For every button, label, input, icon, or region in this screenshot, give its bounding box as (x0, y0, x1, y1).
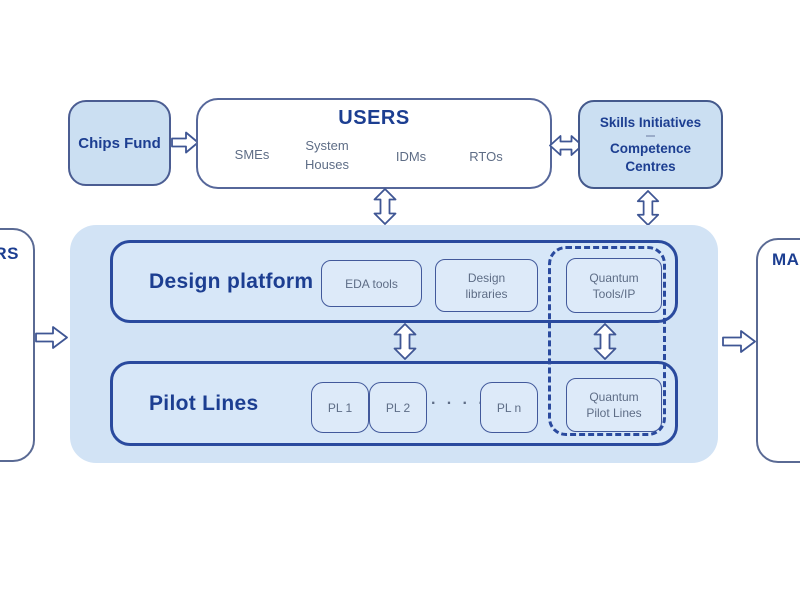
users-box: USERS SMEs System Houses IDMs RTOs (196, 98, 552, 189)
right-arrow-icon (35, 326, 68, 349)
arrow-design-pilot (393, 322, 417, 361)
users-item-idms: IDMs (395, 149, 427, 164)
users-title: USERS (338, 107, 410, 129)
chips-fund-label: Chips Fund (78, 134, 161, 152)
users-item-system-line1: System (305, 138, 349, 153)
quantum-tools-line1: Quantum (589, 270, 639, 285)
pilot-line-n-box: PL n (480, 382, 538, 433)
suppliers-partial-box: RS (0, 228, 35, 462)
pilot-line-2-label: PL 2 (385, 400, 411, 415)
right-arrow-icon (722, 330, 756, 353)
eda-tools-box: EDA tools (321, 260, 422, 307)
chips-fund-box: Chips Fund (68, 100, 171, 186)
quantum-pilot-line2: Pilot Lines (586, 406, 642, 420)
arrow-skills-platform (636, 190, 660, 226)
users-item-system-houses: System Houses (305, 136, 349, 174)
arrow-suppliers-to-platform (35, 325, 68, 350)
markets-partial-box: MA (756, 238, 800, 463)
pilot-lines-ellipsis: · · · · (431, 395, 487, 412)
double-arrow-vertical-icon (636, 190, 660, 226)
arrow-quantum-tools-pilot (593, 322, 617, 361)
competence-line2: Centres (625, 158, 676, 174)
design-platform-box: Design platform EDA tools Design librari… (110, 240, 678, 323)
pilot-lines-box: Pilot Lines PL 1 PL 2 · · · · PL n Quant… (110, 361, 678, 446)
users-item-smes: SMEs (234, 147, 270, 162)
design-libraries-line1: Design (467, 270, 506, 285)
arrow-platform-to-markets (722, 329, 756, 354)
right-arrow-icon (171, 131, 199, 154)
arrow-users-platform (373, 188, 397, 225)
pilot-line-2-box: PL 2 (369, 382, 427, 433)
quantum-tools-line2: Tools/IP (592, 286, 636, 301)
skills-competence-box: Skills Initiatives Competence Centres (578, 100, 723, 189)
double-arrow-vertical-icon (593, 323, 617, 360)
quantum-pilot-line1: Quantum (589, 390, 639, 404)
suppliers-partial-label: RS (0, 244, 19, 263)
quantum-group-dashed-outline (548, 246, 666, 436)
design-libraries-box: Design libraries (435, 259, 538, 312)
skills-divider (646, 134, 655, 137)
pilot-line-n-label: PL n (496, 400, 522, 415)
design-libraries-line2: libraries (465, 286, 508, 301)
double-arrow-vertical-icon (393, 323, 417, 360)
design-platform-title: Design platform (149, 269, 314, 293)
pilot-line-1-box: PL 1 (311, 382, 369, 433)
quantum-pilot-lines-box: Quantum Pilot Lines (566, 378, 662, 432)
eda-tools-label: EDA tools (345, 276, 398, 291)
markets-partial-label: MA (772, 250, 800, 269)
arrow-chipsfund-to-users (171, 131, 199, 154)
quantum-tools-ip-box: Quantum Tools/IP (566, 258, 662, 313)
users-item-rtos: RTOs (469, 149, 503, 164)
pilot-line-1-label: PL 1 (327, 400, 353, 415)
users-item-system-line2: Houses (304, 157, 350, 172)
skills-title: Skills Initiatives (599, 114, 702, 130)
competence-line1: Competence (609, 140, 692, 156)
double-arrow-vertical-icon (373, 188, 397, 225)
pilot-lines-title: Pilot Lines (149, 391, 259, 415)
